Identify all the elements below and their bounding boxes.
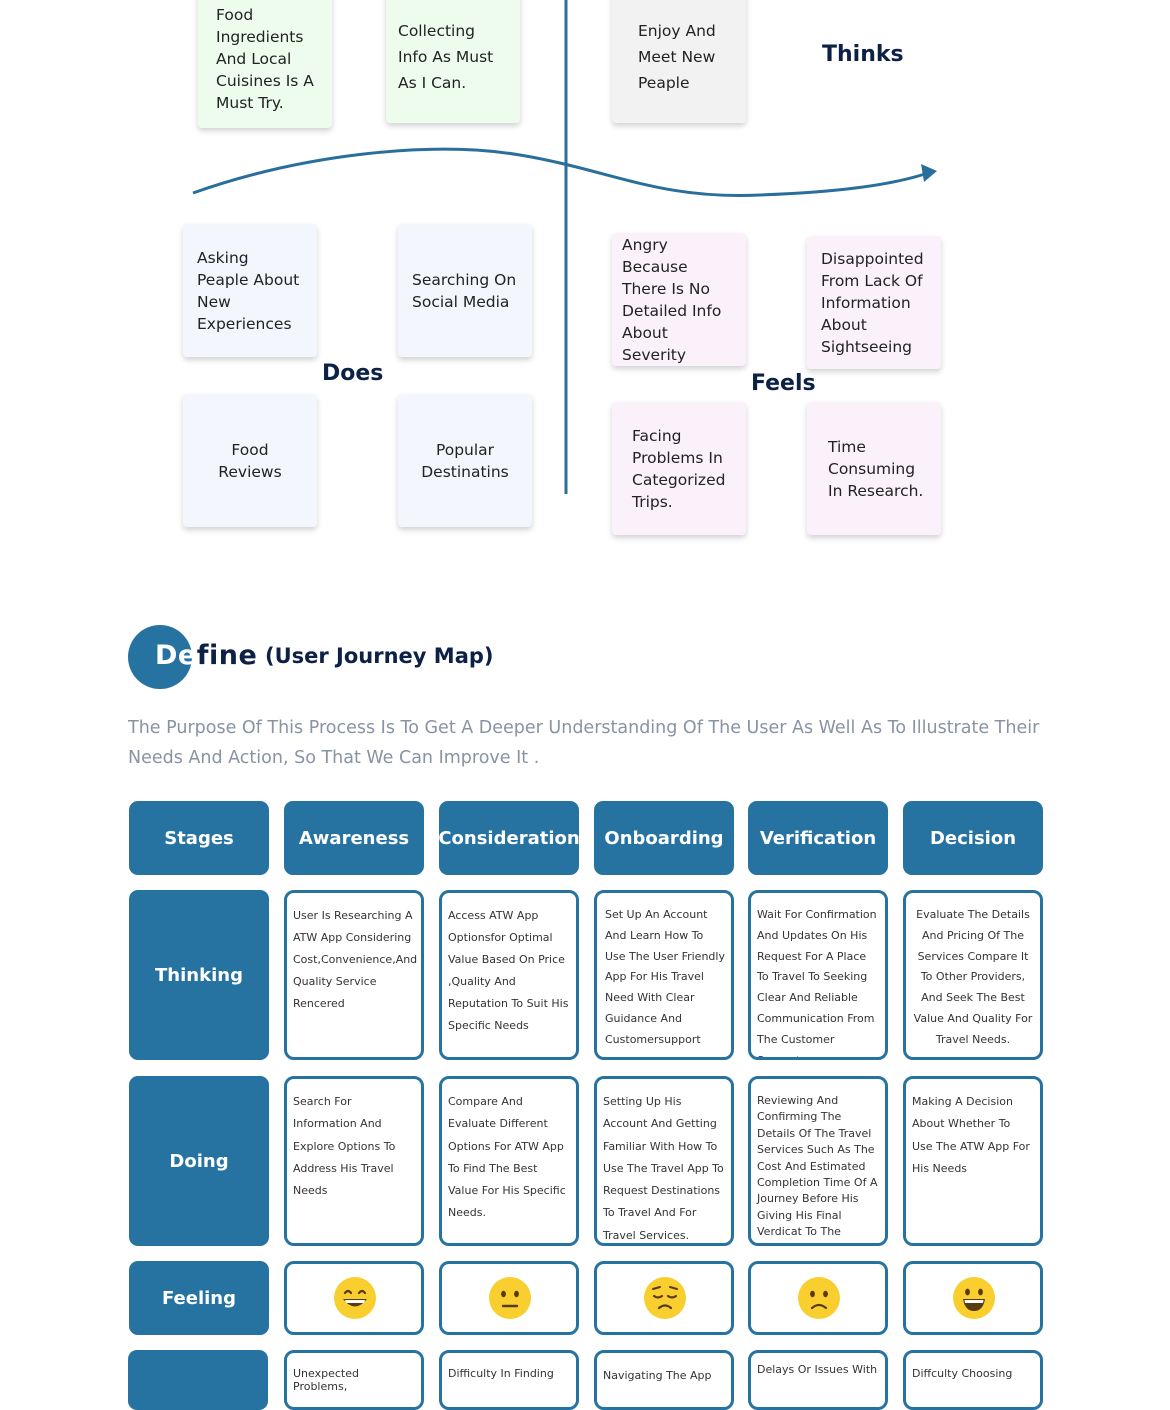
- cell-text: Compare And Evaluate Different Options F…: [448, 1095, 566, 1220]
- does-note-3: Food Reviews: [183, 394, 317, 527]
- doing-consideration-cell: Compare And Evaluate Different Options F…: [439, 1076, 579, 1246]
- define-title-part-dark: fine: [196, 640, 258, 671]
- purpose-paragraph: The Purpose Of This Process Is To Get A …: [128, 718, 1040, 768]
- does-label: Does: [322, 361, 384, 386]
- cell-text: Evaluate The Details And Pricing Of The …: [913, 908, 1033, 1046]
- thinking-awareness-cell: User Is Researching A ATW App Considerin…: [284, 890, 424, 1060]
- note-text: Time Consuming In Research.: [828, 437, 924, 500]
- cell-text: Set Up An Account And Learn How To Use T…: [605, 908, 725, 1046]
- note-text: Enjoy And Meet New Peaple: [638, 21, 716, 92]
- cell-text: Diffculty Choosing: [912, 1367, 1013, 1380]
- next-onboarding-cell: Navigating The App: [594, 1350, 734, 1410]
- row-label-next: [128, 1350, 268, 1410]
- header-onboarding: Onboarding: [594, 801, 734, 875]
- doing-verification-cell: Reviewing And Confirming The Details Of …: [748, 1076, 888, 1246]
- thinks-label: Thinks: [822, 42, 904, 67]
- note-text: Searching On Social Media: [412, 270, 517, 311]
- cell-text: Unexpected Problems,: [293, 1367, 359, 1393]
- cell-text: Reviewing And Confirming The Details Of …: [757, 1094, 878, 1243]
- define-title-part-white: De: [155, 640, 197, 671]
- frowning-face-icon: [798, 1277, 840, 1319]
- doing-awareness-cell: Search For Information And Explore Optio…: [284, 1076, 424, 1246]
- define-title: Define: [155, 640, 257, 671]
- does-note-1: Asking Peaple About New Experiences: [183, 224, 317, 357]
- grinning-face-icon: [334, 1277, 376, 1319]
- cell-text: Search For Information And Explore Optio…: [293, 1095, 396, 1198]
- feels-note-2: Disappointed From Lack Of Information Ab…: [807, 236, 941, 369]
- thinks-note-1: Food Ingredients And Local Cuisines Is A…: [198, 0, 332, 128]
- header-consideration: Consideration: [438, 801, 580, 875]
- define-circle-badge: [128, 625, 192, 689]
- feels-label: Feels: [751, 371, 816, 396]
- cell-text: User Is Researching A ATW App Considerin…: [293, 909, 418, 1010]
- doing-onboarding-cell: Setting Up His Account And Getting Famil…: [594, 1076, 734, 1246]
- thinking-decision-cell: Evaluate The Details And Pricing Of The …: [903, 890, 1043, 1060]
- feels-note-3: Facing Problems In Categorized Trips.: [612, 402, 746, 535]
- neutral-face-icon: [489, 1277, 531, 1319]
- next-decision-cell: Diffculty Choosing: [903, 1350, 1043, 1410]
- does-note-2: Searching On Social Media: [398, 224, 532, 357]
- row-label-thinking: Thinking: [129, 890, 269, 1060]
- feeling-consideration-cell: [439, 1261, 579, 1335]
- row-label-feeling: Feeling: [129, 1261, 269, 1335]
- doing-decision-cell: Making A Decision About Whether To Use T…: [903, 1076, 1043, 1246]
- feels-note-1: Angry Because There Is No Detailed Info …: [612, 233, 746, 366]
- cell-text: Setting Up His Account And Getting Famil…: [603, 1095, 724, 1242]
- journey-curve-arrow: [192, 147, 926, 198]
- next-verification-cell: Delays Or Issues With: [748, 1350, 888, 1410]
- header-decision: Decision: [903, 801, 1043, 875]
- thinking-onboarding-cell: Set Up An Account And Learn How To Use T…: [594, 890, 734, 1060]
- note-text: Collecting Info As Must As I Can.: [398, 21, 494, 92]
- thinking-consideration-cell: Access ATW App Optionsfor Optimal Value …: [439, 890, 579, 1060]
- cell-text: Wait For Confirmation And Updates On His…: [757, 908, 877, 1057]
- define-subtitle: (User Journey Map): [265, 644, 494, 668]
- row-label-doing: Doing: [129, 1076, 269, 1246]
- note-text: Disappointed From Lack Of Information Ab…: [821, 249, 924, 356]
- note-text: Angry Because There Is No Detailed Info …: [622, 235, 722, 364]
- feels-note-4: Time Consuming In Research.: [807, 402, 941, 535]
- pensive-face-icon: [644, 1277, 686, 1319]
- cell-text: Making A Decision About Whether To Use T…: [912, 1095, 1030, 1175]
- does-note-4: Popular Destinatins: [398, 394, 532, 527]
- next-awareness-cell: Unexpected Problems,: [284, 1350, 424, 1410]
- header-stages: Stages: [129, 801, 269, 875]
- cell-text: Difficulty In Finding: [448, 1367, 554, 1380]
- note-text: Facing Problems In Categorized Trips.: [632, 426, 726, 511]
- arrow-head-icon: [921, 164, 937, 182]
- note-text: Food Reviews: [218, 440, 282, 481]
- smiling-face-icon: [953, 1277, 995, 1319]
- cell-text: Access ATW App Optionsfor Optimal Value …: [448, 909, 569, 1032]
- header-awareness: Awareness: [284, 801, 424, 875]
- feeling-decision-cell: [903, 1261, 1043, 1335]
- cell-text: Navigating The App: [603, 1369, 712, 1382]
- empathy-map-axes: [192, 0, 937, 494]
- header-verification: Verification: [748, 801, 888, 875]
- feeling-onboarding-cell: [594, 1261, 734, 1335]
- thinking-verification-cell: Wait For Confirmation And Updates On His…: [748, 890, 888, 1060]
- note-text: Food Ingredients And Local Cuisines Is A…: [216, 6, 314, 112]
- thinks-note-3: Enjoy And Meet New Peaple: [612, 0, 746, 123]
- feeling-awareness-cell: [284, 1261, 424, 1335]
- thinks-note-2: Collecting Info As Must As I Can.: [386, 0, 520, 123]
- feeling-verification-cell: [748, 1261, 888, 1335]
- next-consideration-cell: Difficulty In Finding: [439, 1350, 579, 1410]
- note-text: Asking Peaple About New Experiences: [197, 248, 300, 333]
- note-text: Popular Destinatins: [421, 440, 509, 481]
- cell-text: Delays Or Issues With: [757, 1363, 878, 1376]
